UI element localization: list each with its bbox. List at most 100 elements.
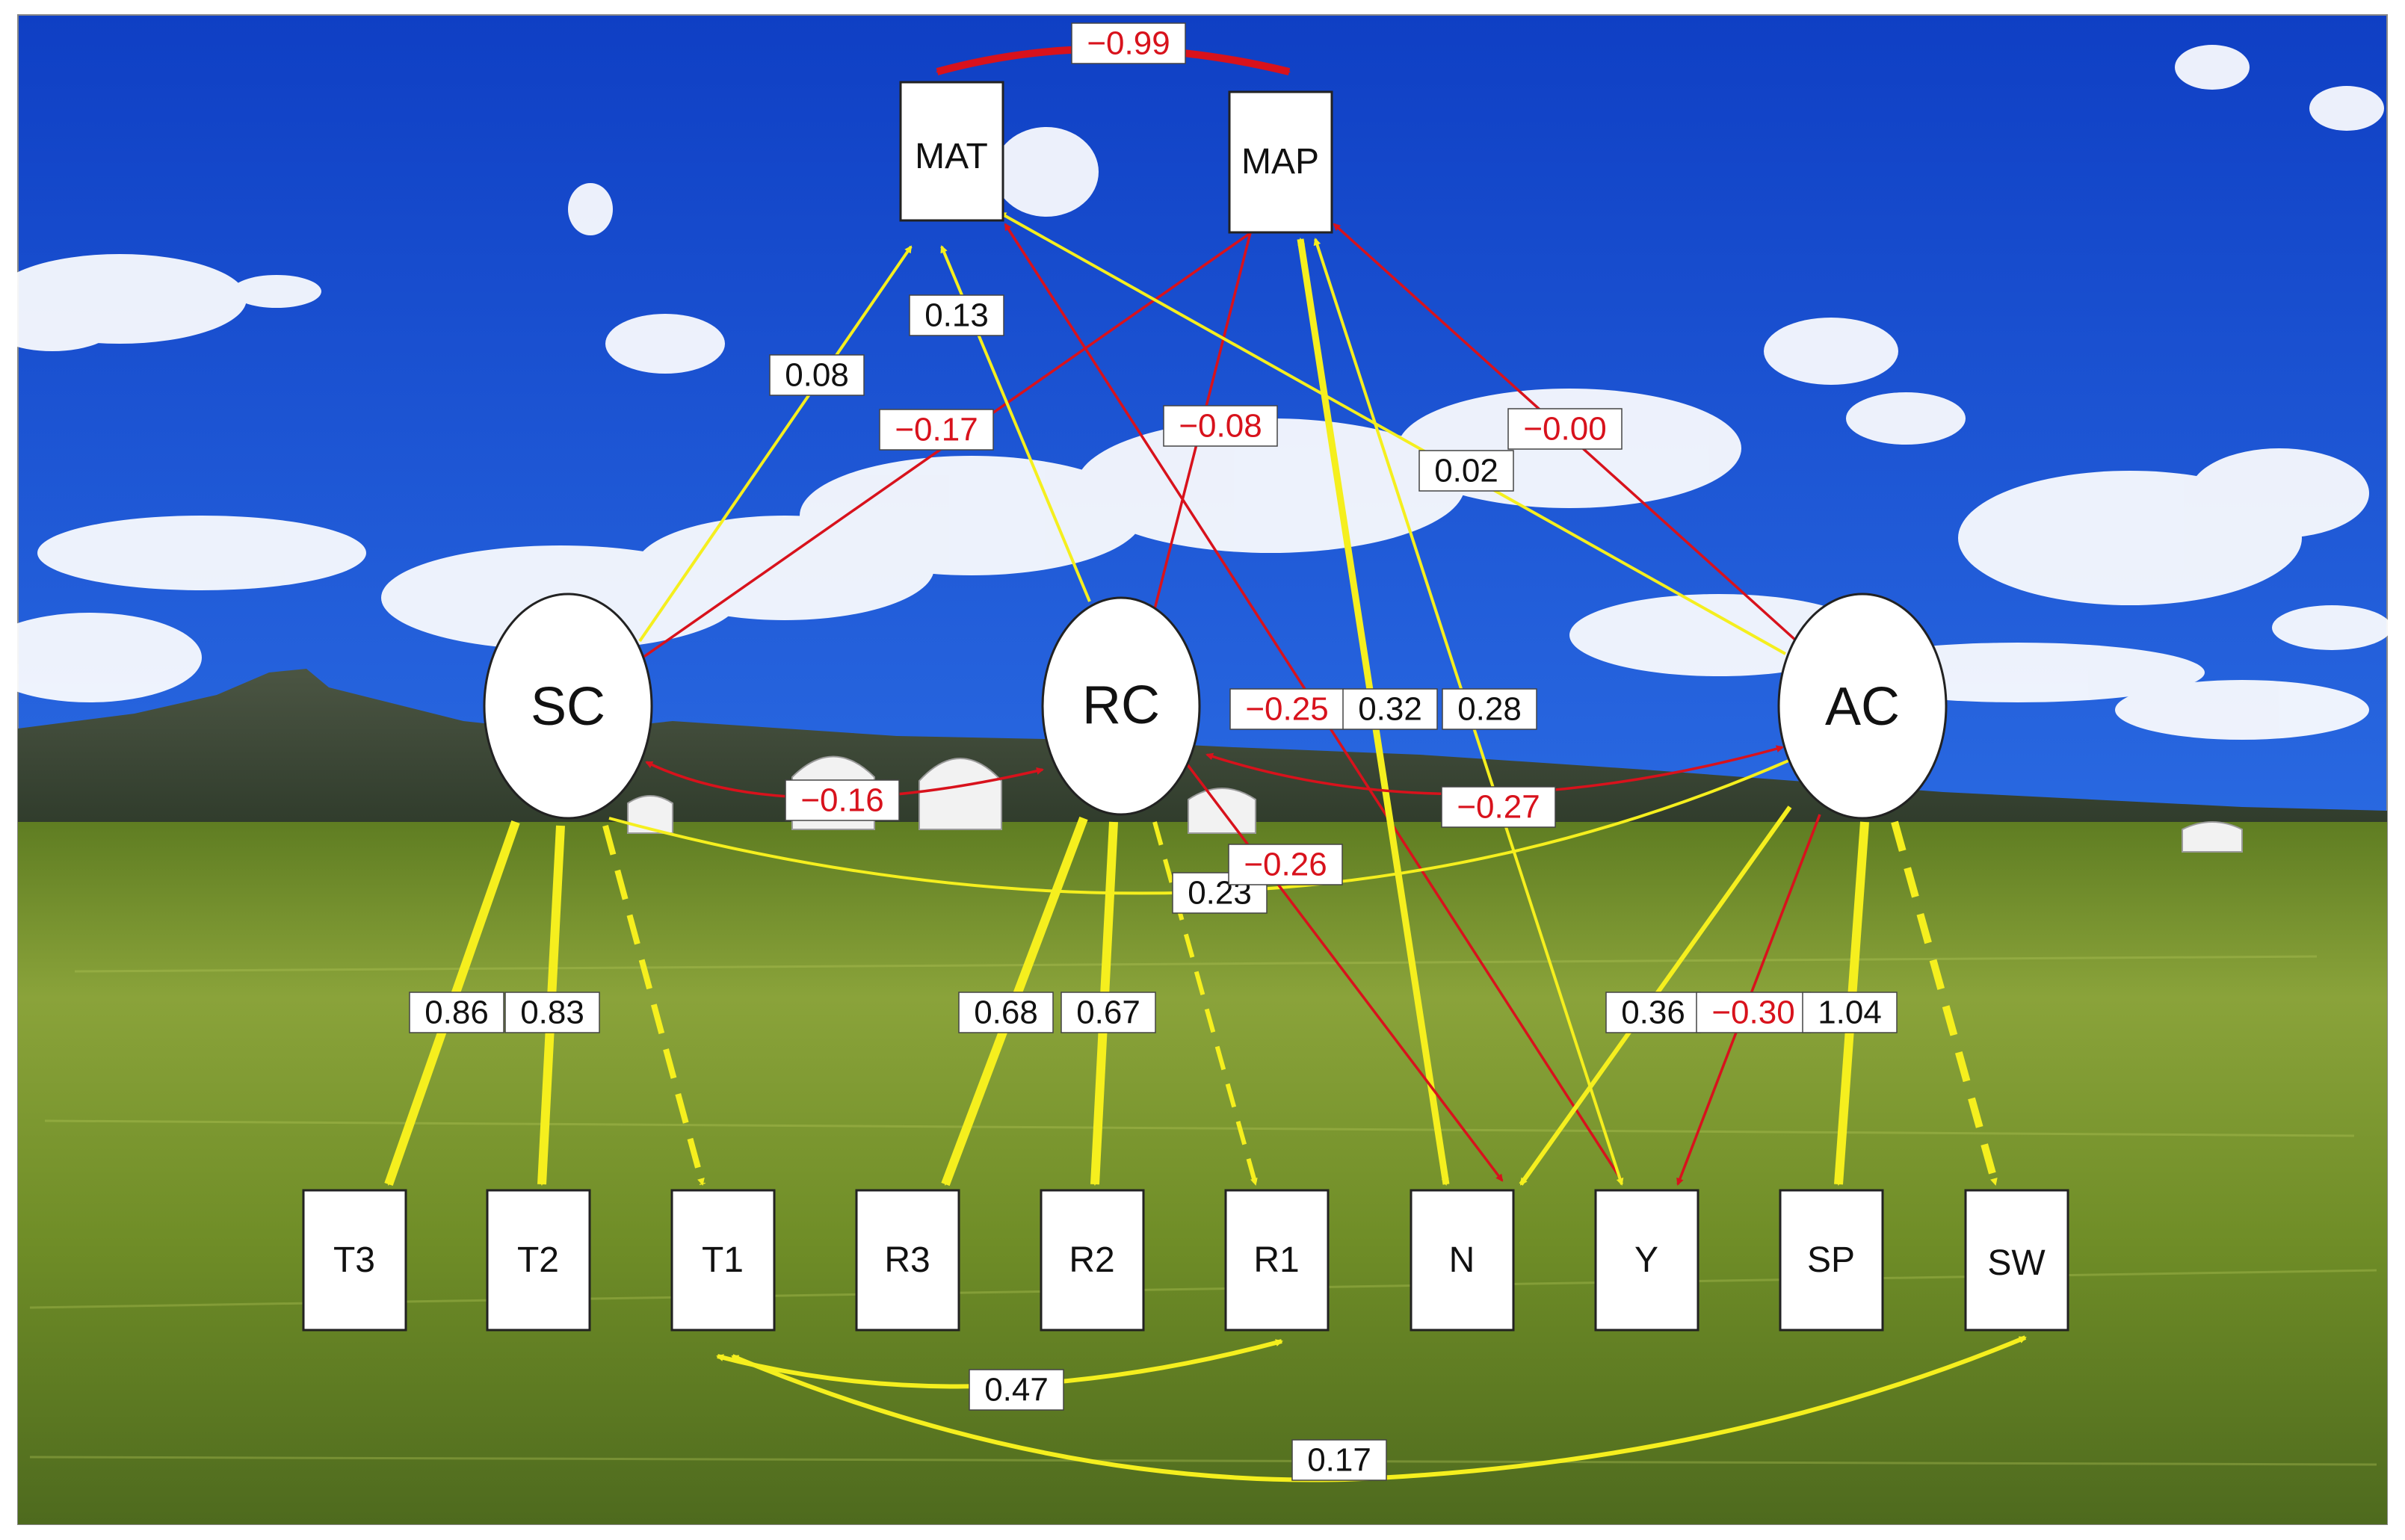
coefficient-box — [1291, 1439, 1387, 1481]
coefficient-value: 0.86 — [424, 995, 489, 1031]
node-sc: SC — [483, 593, 653, 820]
label-rc-n: −0.26 — [1228, 844, 1343, 885]
coefficient-value: 0.02 — [1434, 453, 1498, 489]
svg-text:R1: R1 — [1253, 1240, 1299, 1280]
coefficient-box — [1507, 408, 1623, 450]
coefficient-box — [409, 992, 504, 1033]
coefficient-box — [1342, 688, 1438, 730]
label-mat-y: −0.25 — [1229, 688, 1344, 730]
label-ac-sp: 1.04 — [1802, 992, 1898, 1033]
coefficient-box — [1442, 688, 1537, 730]
svg-text:T1: T1 — [702, 1240, 744, 1280]
label-t1-r1: 0.47 — [969, 1369, 1064, 1411]
coefficient-value: 0.47 — [984, 1372, 1049, 1408]
svg-text:T2: T2 — [517, 1240, 559, 1280]
coefficient-box — [969, 1369, 1064, 1411]
svg-text:RC: RC — [1082, 675, 1160, 735]
coefficient-value: −0.08 — [1179, 408, 1262, 445]
label-map-y: 0.28 — [1442, 688, 1537, 730]
label-rc-mat: 0.13 — [909, 294, 1004, 336]
coefficient-box — [1441, 786, 1556, 828]
svg-text:R3: R3 — [884, 1240, 930, 1280]
coefficient-value: −0.26 — [1244, 847, 1327, 883]
label-mat-map: −0.99 — [1071, 22, 1186, 64]
edge-rc-n — [1176, 749, 1504, 1182]
coefficient-box — [785, 779, 900, 821]
node-y: Y — [1594, 1189, 1699, 1332]
svg-text:T3: T3 — [333, 1240, 375, 1280]
label-rc-r2: 0.67 — [1061, 992, 1156, 1033]
node-t2: T2 — [486, 1189, 591, 1332]
label-ac-mat: 0.02 — [1418, 450, 1514, 492]
coefficient-value: −0.17 — [895, 412, 978, 448]
svg-text:MAT: MAT — [915, 137, 988, 176]
coefficient-box — [1605, 992, 1701, 1033]
svg-text:N: N — [1449, 1240, 1475, 1280]
coefficient-box — [1228, 844, 1343, 885]
node-map: MAP — [1228, 90, 1333, 234]
svg-text:SP: SP — [1807, 1240, 1855, 1280]
coefficient-value: −0.16 — [800, 782, 883, 819]
node-sw: SW — [1964, 1189, 2069, 1332]
node-t3: T3 — [302, 1189, 407, 1332]
edge-rc-r1 — [1152, 821, 1258, 1186]
coefficient-value: 0.17 — [1307, 1442, 1371, 1479]
coefficient-value: 0.28 — [1457, 691, 1522, 728]
coefficient-value: −0.00 — [1523, 411, 1606, 448]
coefficient-value: 0.36 — [1621, 995, 1685, 1031]
edge-sc-t1 — [602, 824, 706, 1186]
node-t1: T1 — [670, 1189, 776, 1332]
node-ac: AC — [1777, 593, 1948, 820]
coefficient-value: −0.99 — [1087, 25, 1170, 62]
coefficient-box — [909, 294, 1004, 336]
label-map-n: 0.32 — [1342, 688, 1438, 730]
node-sp: SP — [1779, 1189, 1884, 1332]
svg-text:R2: R2 — [1069, 1240, 1114, 1280]
coefficient-value: −0.30 — [1711, 995, 1794, 1031]
coefficient-box — [879, 409, 994, 451]
coefficient-value: 0.32 — [1358, 691, 1422, 728]
label-rc-map: −0.08 — [1163, 405, 1278, 447]
svg-text:SC: SC — [531, 677, 605, 737]
label-sc-t2: 0.83 — [504, 992, 600, 1033]
label-ac-n: 0.36 — [1605, 992, 1701, 1033]
coefficient-value: 0.68 — [974, 995, 1038, 1031]
node-r2: R2 — [1040, 1189, 1145, 1332]
coefficient-box — [1071, 22, 1186, 64]
edge-sc-mat — [638, 245, 913, 643]
coefficient-box — [1418, 450, 1514, 492]
label-sc-t3: 0.86 — [409, 992, 504, 1033]
coefficient-value: 0.83 — [520, 995, 584, 1031]
coefficient-box — [504, 992, 600, 1033]
node-rc: RC — [1041, 596, 1201, 816]
coefficient-box — [1061, 992, 1156, 1033]
node-r1: R1 — [1224, 1189, 1330, 1332]
coefficient-value: 0.67 — [1076, 995, 1140, 1031]
node-n: N — [1410, 1189, 1515, 1332]
svg-text:AC: AC — [1825, 677, 1900, 737]
coefficient-box — [1163, 405, 1278, 447]
svg-text:SW: SW — [1987, 1243, 2046, 1283]
coefficient-value: −0.27 — [1457, 789, 1540, 826]
coefficient-box — [769, 354, 865, 396]
label-rc-r3: 0.68 — [958, 992, 1054, 1033]
label-ac-map: −0.00 — [1507, 408, 1623, 450]
label-sc-map: −0.17 — [879, 409, 994, 451]
label-sc-mat: 0.08 — [769, 354, 865, 396]
svg-text:MAP: MAP — [1241, 142, 1319, 182]
coefficient-value: 0.13 — [924, 297, 989, 334]
label-rc-ac: −0.27 — [1441, 786, 1556, 828]
coefficient-box — [958, 992, 1054, 1033]
coefficient-labels: −0.99 0.08 −0.17 0.13 −0.08 −0.00 0.02 −… — [409, 22, 1898, 1481]
coefficient-box — [1802, 992, 1898, 1033]
coefficient-value: 0.08 — [785, 357, 849, 394]
svg-text:Y: Y — [1634, 1240, 1658, 1280]
label-sc-rc: −0.16 — [785, 779, 900, 821]
label-t1-sw: 0.17 — [1291, 1439, 1387, 1481]
label-ac-y: −0.30 — [1696, 992, 1811, 1033]
node-mat: MAT — [899, 81, 1004, 222]
coefficient-box — [1696, 992, 1811, 1033]
coefficient-value: 1.04 — [1818, 995, 1882, 1031]
coefficient-value: −0.25 — [1245, 691, 1328, 728]
